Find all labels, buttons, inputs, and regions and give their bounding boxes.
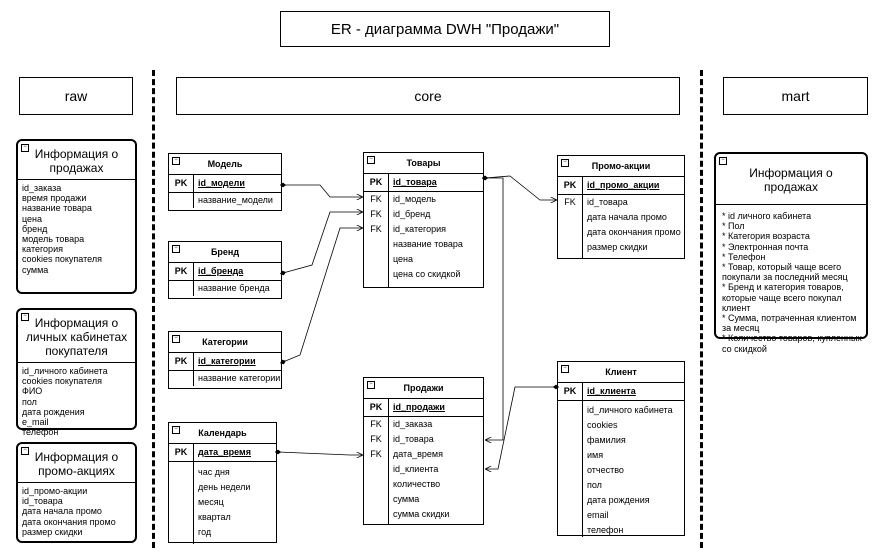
field: id_товара: [393, 434, 434, 444]
table-model-title: Модель: [207, 159, 243, 169]
mart-lines: * id личного кабинета* Пол* Категория во…: [722, 211, 862, 354]
table-client-title: Клиент: [605, 367, 637, 377]
field: день недели: [198, 482, 251, 492]
table-promo-title: Промо-акции: [591, 161, 651, 171]
table-sales-title: Продажи: [403, 383, 444, 393]
field: телефон: [587, 525, 624, 535]
collapse-icon[interactable]: −: [172, 245, 180, 253]
field: отчество: [587, 465, 624, 475]
field: id_клиента: [393, 464, 439, 474]
table-calendar-title: Календарь: [198, 428, 247, 438]
collapse-icon[interactable]: −: [367, 156, 375, 164]
raw-accounts-title: Информация о личных кабинетах покупателя: [18, 310, 135, 363]
collapse-icon[interactable]: −: [719, 157, 727, 165]
field: имя: [587, 450, 604, 460]
rel-category-goods: [283, 228, 362, 362]
field: месяц: [198, 497, 224, 507]
field: дата начала промо: [587, 212, 667, 222]
pk-field: id_товара: [393, 177, 437, 187]
field: id_личного кабинета: [587, 405, 673, 415]
table-brand-title: Бренд: [210, 247, 240, 257]
rel-calendar-sales: [278, 452, 362, 455]
pk-field: id_модели: [198, 178, 245, 188]
table-category-title: Категории: [202, 337, 248, 347]
pk-field: id_бренда: [198, 266, 244, 276]
field: дата окончания промо: [587, 227, 681, 237]
table-goods-title: Товары: [406, 158, 441, 168]
collapse-icon[interactable]: −: [367, 381, 375, 389]
field: cookies: [587, 420, 618, 430]
field: год: [198, 527, 212, 537]
rel-goods-promo: [485, 175, 556, 200]
raw-sales-title: Информация о продажах: [18, 141, 135, 180]
collapse-icon[interactable]: −: [21, 447, 29, 455]
rel-client-sales: [486, 387, 556, 469]
field: id_заказа: [393, 419, 433, 429]
rel-goods-sales: [485, 178, 504, 440]
rel-model-goods: [283, 185, 362, 197]
field: id_бренд: [393, 209, 431, 219]
field: квартал: [198, 512, 231, 522]
field: id_категория: [393, 224, 446, 234]
field: email: [587, 510, 609, 520]
field: цена со скидкой: [393, 269, 461, 279]
divider-core-mart: [700, 70, 703, 548]
field: час дня: [198, 467, 230, 477]
field: название_модели: [198, 195, 273, 205]
field: id_товара: [587, 197, 628, 207]
raw-promo-info[interactable]: − Информация о промо-акциях id_промо-акц…: [16, 442, 137, 543]
field: сумма скидки: [393, 509, 450, 519]
field: название категории: [198, 373, 281, 383]
pk-field: id_продажи: [393, 402, 445, 412]
field: дата рождения: [587, 495, 650, 505]
mart-sales-info[interactable]: − Информация о продажах * id личного каб…: [714, 152, 868, 354]
field: название бренда: [198, 283, 270, 293]
mart-title: Информация о продажах: [716, 154, 866, 205]
collapse-icon[interactable]: −: [172, 157, 180, 165]
divider-raw-core: [152, 70, 155, 548]
section-mart-label: mart: [723, 77, 868, 115]
section-raw-label: raw: [19, 77, 133, 115]
collapse-icon[interactable]: −: [172, 426, 180, 434]
collapse-icon[interactable]: −: [21, 144, 29, 152]
rel-brand-goods: [283, 212, 362, 273]
raw-promo-title: Информация о промо-акциях: [18, 444, 135, 483]
collapse-icon[interactable]: −: [561, 159, 569, 167]
field: фамилия: [587, 435, 626, 445]
collapse-icon[interactable]: −: [172, 335, 180, 343]
collapse-icon[interactable]: −: [561, 365, 569, 373]
collapse-icon[interactable]: −: [21, 313, 29, 321]
pk-field: дата_время: [198, 447, 251, 457]
field: сумма: [393, 494, 420, 504]
field: пол: [587, 480, 602, 490]
field: цена: [393, 254, 414, 264]
field: название товара: [393, 239, 463, 249]
diagram-title: ER - диаграмма DWH "Продажи": [280, 11, 610, 47]
pk-field: id_категории: [198, 356, 256, 366]
pk-field: id_промо_акции: [587, 180, 660, 190]
field: размер скидки: [587, 242, 648, 252]
pk-field: id_клиента: [587, 386, 636, 396]
section-core-label: core: [176, 77, 680, 115]
field: количество: [393, 479, 441, 489]
field: id_модель: [393, 194, 436, 204]
field: дата_время: [393, 449, 443, 459]
raw-accounts-info[interactable]: − Информация о личных кабинетах покупате…: [16, 308, 137, 437]
